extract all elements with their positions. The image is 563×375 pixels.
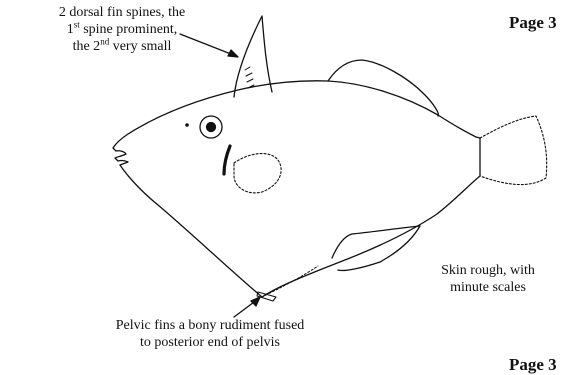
label-dorsal-line1: 2 dorsal fin spines, the <box>22 4 222 21</box>
gill-slit <box>224 146 230 174</box>
ordinal-2-suffix: nd <box>100 36 109 46</box>
label-dorsal-line2-rest: spine prominent, <box>80 22 178 37</box>
nostril <box>185 123 189 127</box>
label-skin: Skin rough, with minute scales <box>418 262 558 296</box>
fish-snout <box>113 134 128 165</box>
label-pelvic-fins: Pelvic fins a bony rudiment fused to pos… <box>70 317 350 351</box>
pectoral-fin <box>234 154 281 193</box>
spine-serration <box>245 67 254 88</box>
label-pelvic-line1: Pelvic fins a bony rudiment fused <box>70 317 350 334</box>
label-skin-line1: Skin rough, with <box>418 262 558 279</box>
label-pelvic-line2: to posterior end of pelvis <box>70 334 350 351</box>
label-dorsal-line3-pre: the 2 <box>73 39 101 54</box>
label-skin-line2: minute scales <box>418 279 558 296</box>
label-dorsal-line2: 1st spine prominent, <box>22 21 222 38</box>
page-tag-bottom: Page 3 <box>509 355 557 375</box>
eye-pupil <box>207 123 216 132</box>
soft-dorsal-fin <box>328 60 438 116</box>
label-dorsal-spines: 2 dorsal fin spines, the 1st spine promi… <box>22 4 222 55</box>
anal-fin <box>332 226 420 271</box>
pelvic-ventral-line <box>262 266 318 297</box>
label-dorsal-line3-rest: very small <box>109 39 171 54</box>
page-tag-top: Page 3 <box>509 13 557 33</box>
label-dorsal-line3: the 2nd very small <box>22 38 222 55</box>
caudal-fin <box>480 116 547 185</box>
arrow-pelvic <box>234 297 260 317</box>
ordinal-1-number: 1 <box>67 22 74 37</box>
